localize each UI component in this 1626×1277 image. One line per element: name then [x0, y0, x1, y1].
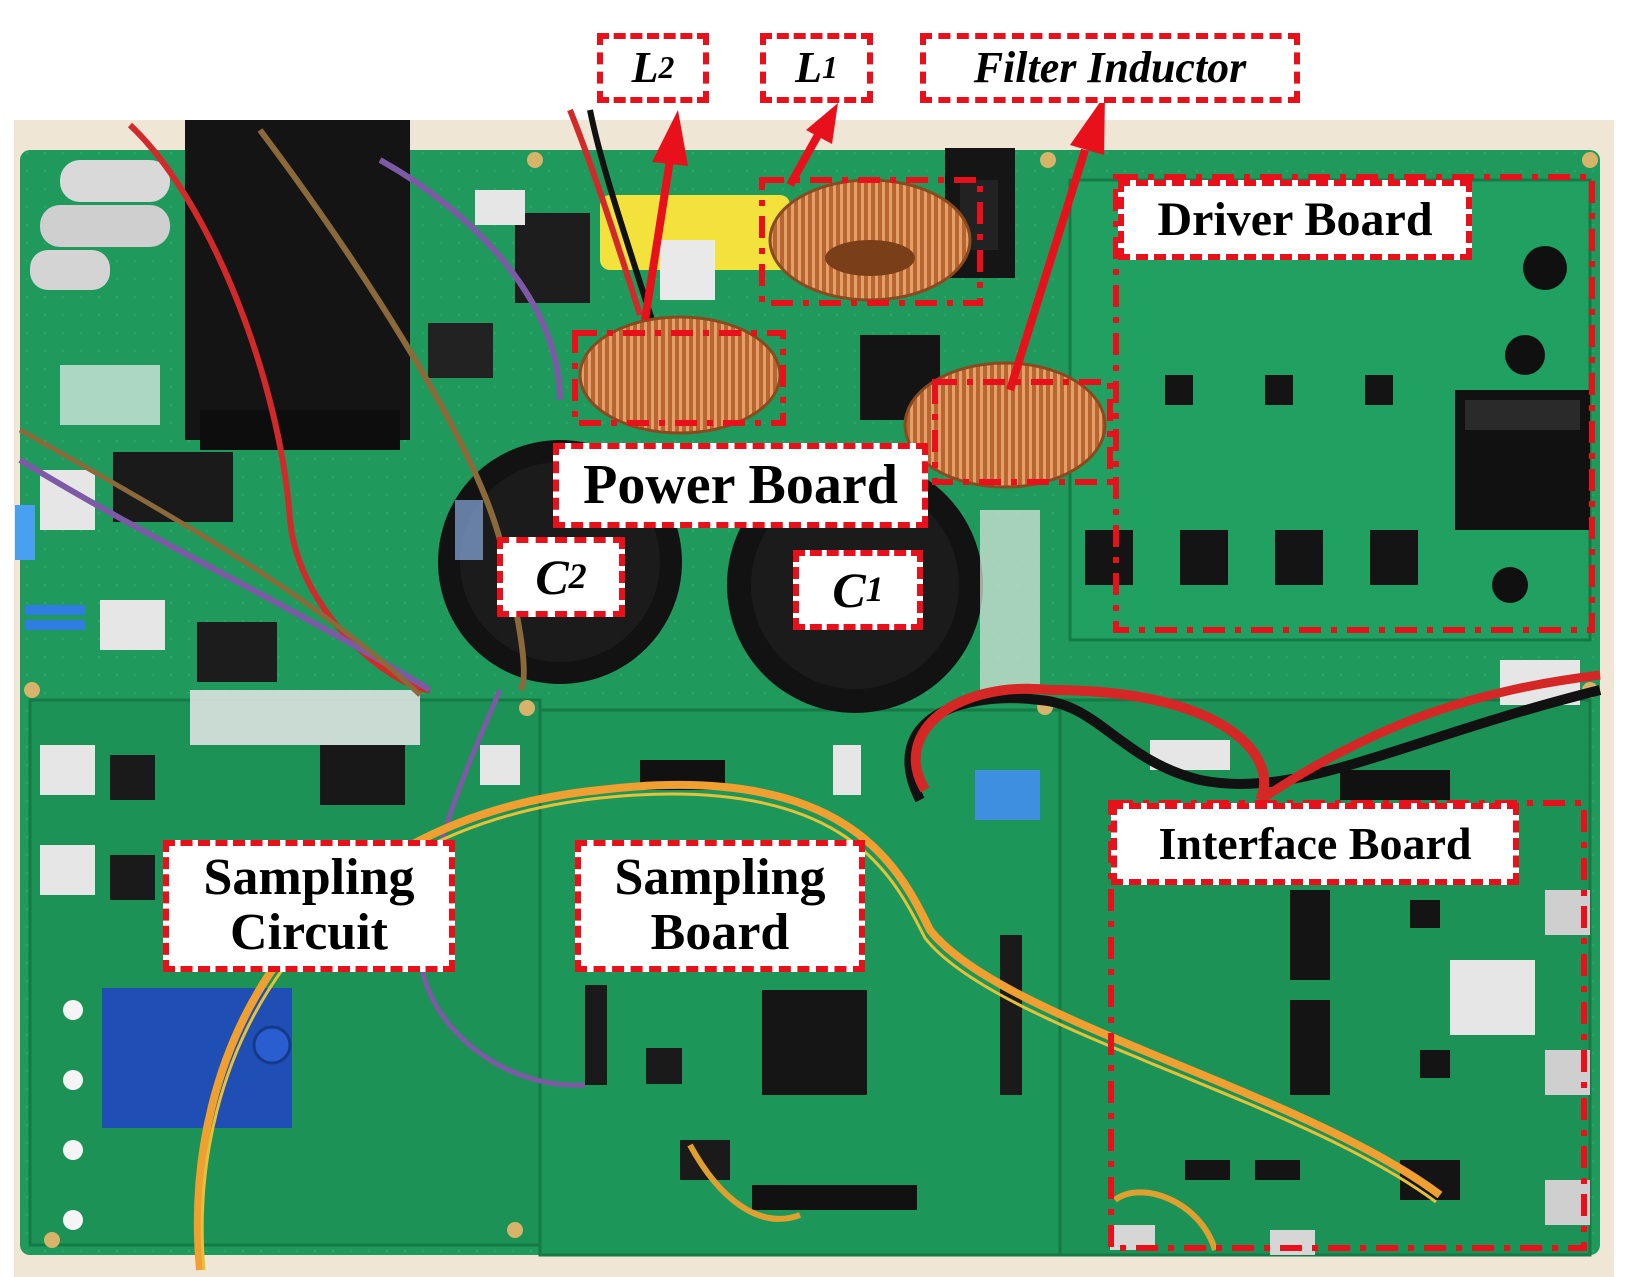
- inductor-l2: [580, 317, 780, 433]
- label-power-board: Power Board: [553, 443, 928, 528]
- label-c1-main: C: [832, 561, 866, 618]
- zone-l2: [572, 330, 786, 426]
- label-c2-sub: 2: [568, 556, 587, 597]
- label-c2-main: C: [535, 548, 569, 605]
- label-l1-main: L: [795, 42, 823, 92]
- zone-driver-board: [1113, 174, 1595, 633]
- label-c1-sub: 1: [865, 569, 884, 610]
- label-sampling-board-line1: Sampling: [614, 849, 826, 907]
- arrow-l2-icon: [641, 110, 688, 321]
- label-driver-board: Driver Board: [1118, 180, 1472, 260]
- arrow-filter-inductor-icon: [1006, 95, 1105, 392]
- label-sampling-circuit-line1: Sampling: [203, 849, 415, 907]
- filter-inductor-coil: [905, 363, 1105, 487]
- label-sampling-board: Sampling Board: [575, 840, 865, 972]
- label-sampling-circuit-line2: Circuit: [230, 904, 388, 961]
- label-filter-inductor-text: Filter Inductor: [973, 42, 1247, 92]
- label-filter-inductor: Filter Inductor: [920, 33, 1300, 103]
- label-sampling-circuit: Sampling Circuit: [163, 840, 455, 972]
- arrow-l1-icon: [786, 103, 838, 187]
- zone-interface-board: [1108, 800, 1587, 1251]
- label-driver-board-text: Driver Board: [1157, 192, 1433, 246]
- zone-l1: [759, 177, 983, 306]
- label-interface-board-text: Interface Board: [1158, 817, 1472, 869]
- label-power-board-text: Power Board: [583, 454, 898, 517]
- zone-filter-inductor: [932, 379, 1113, 485]
- label-sampling-board-line2: Board: [650, 904, 790, 961]
- label-l1-sub: 1: [822, 50, 838, 86]
- label-l2-main: L: [631, 42, 659, 92]
- label-l2-sub: 2: [658, 50, 675, 86]
- label-interface-board: Interface Board: [1111, 803, 1519, 885]
